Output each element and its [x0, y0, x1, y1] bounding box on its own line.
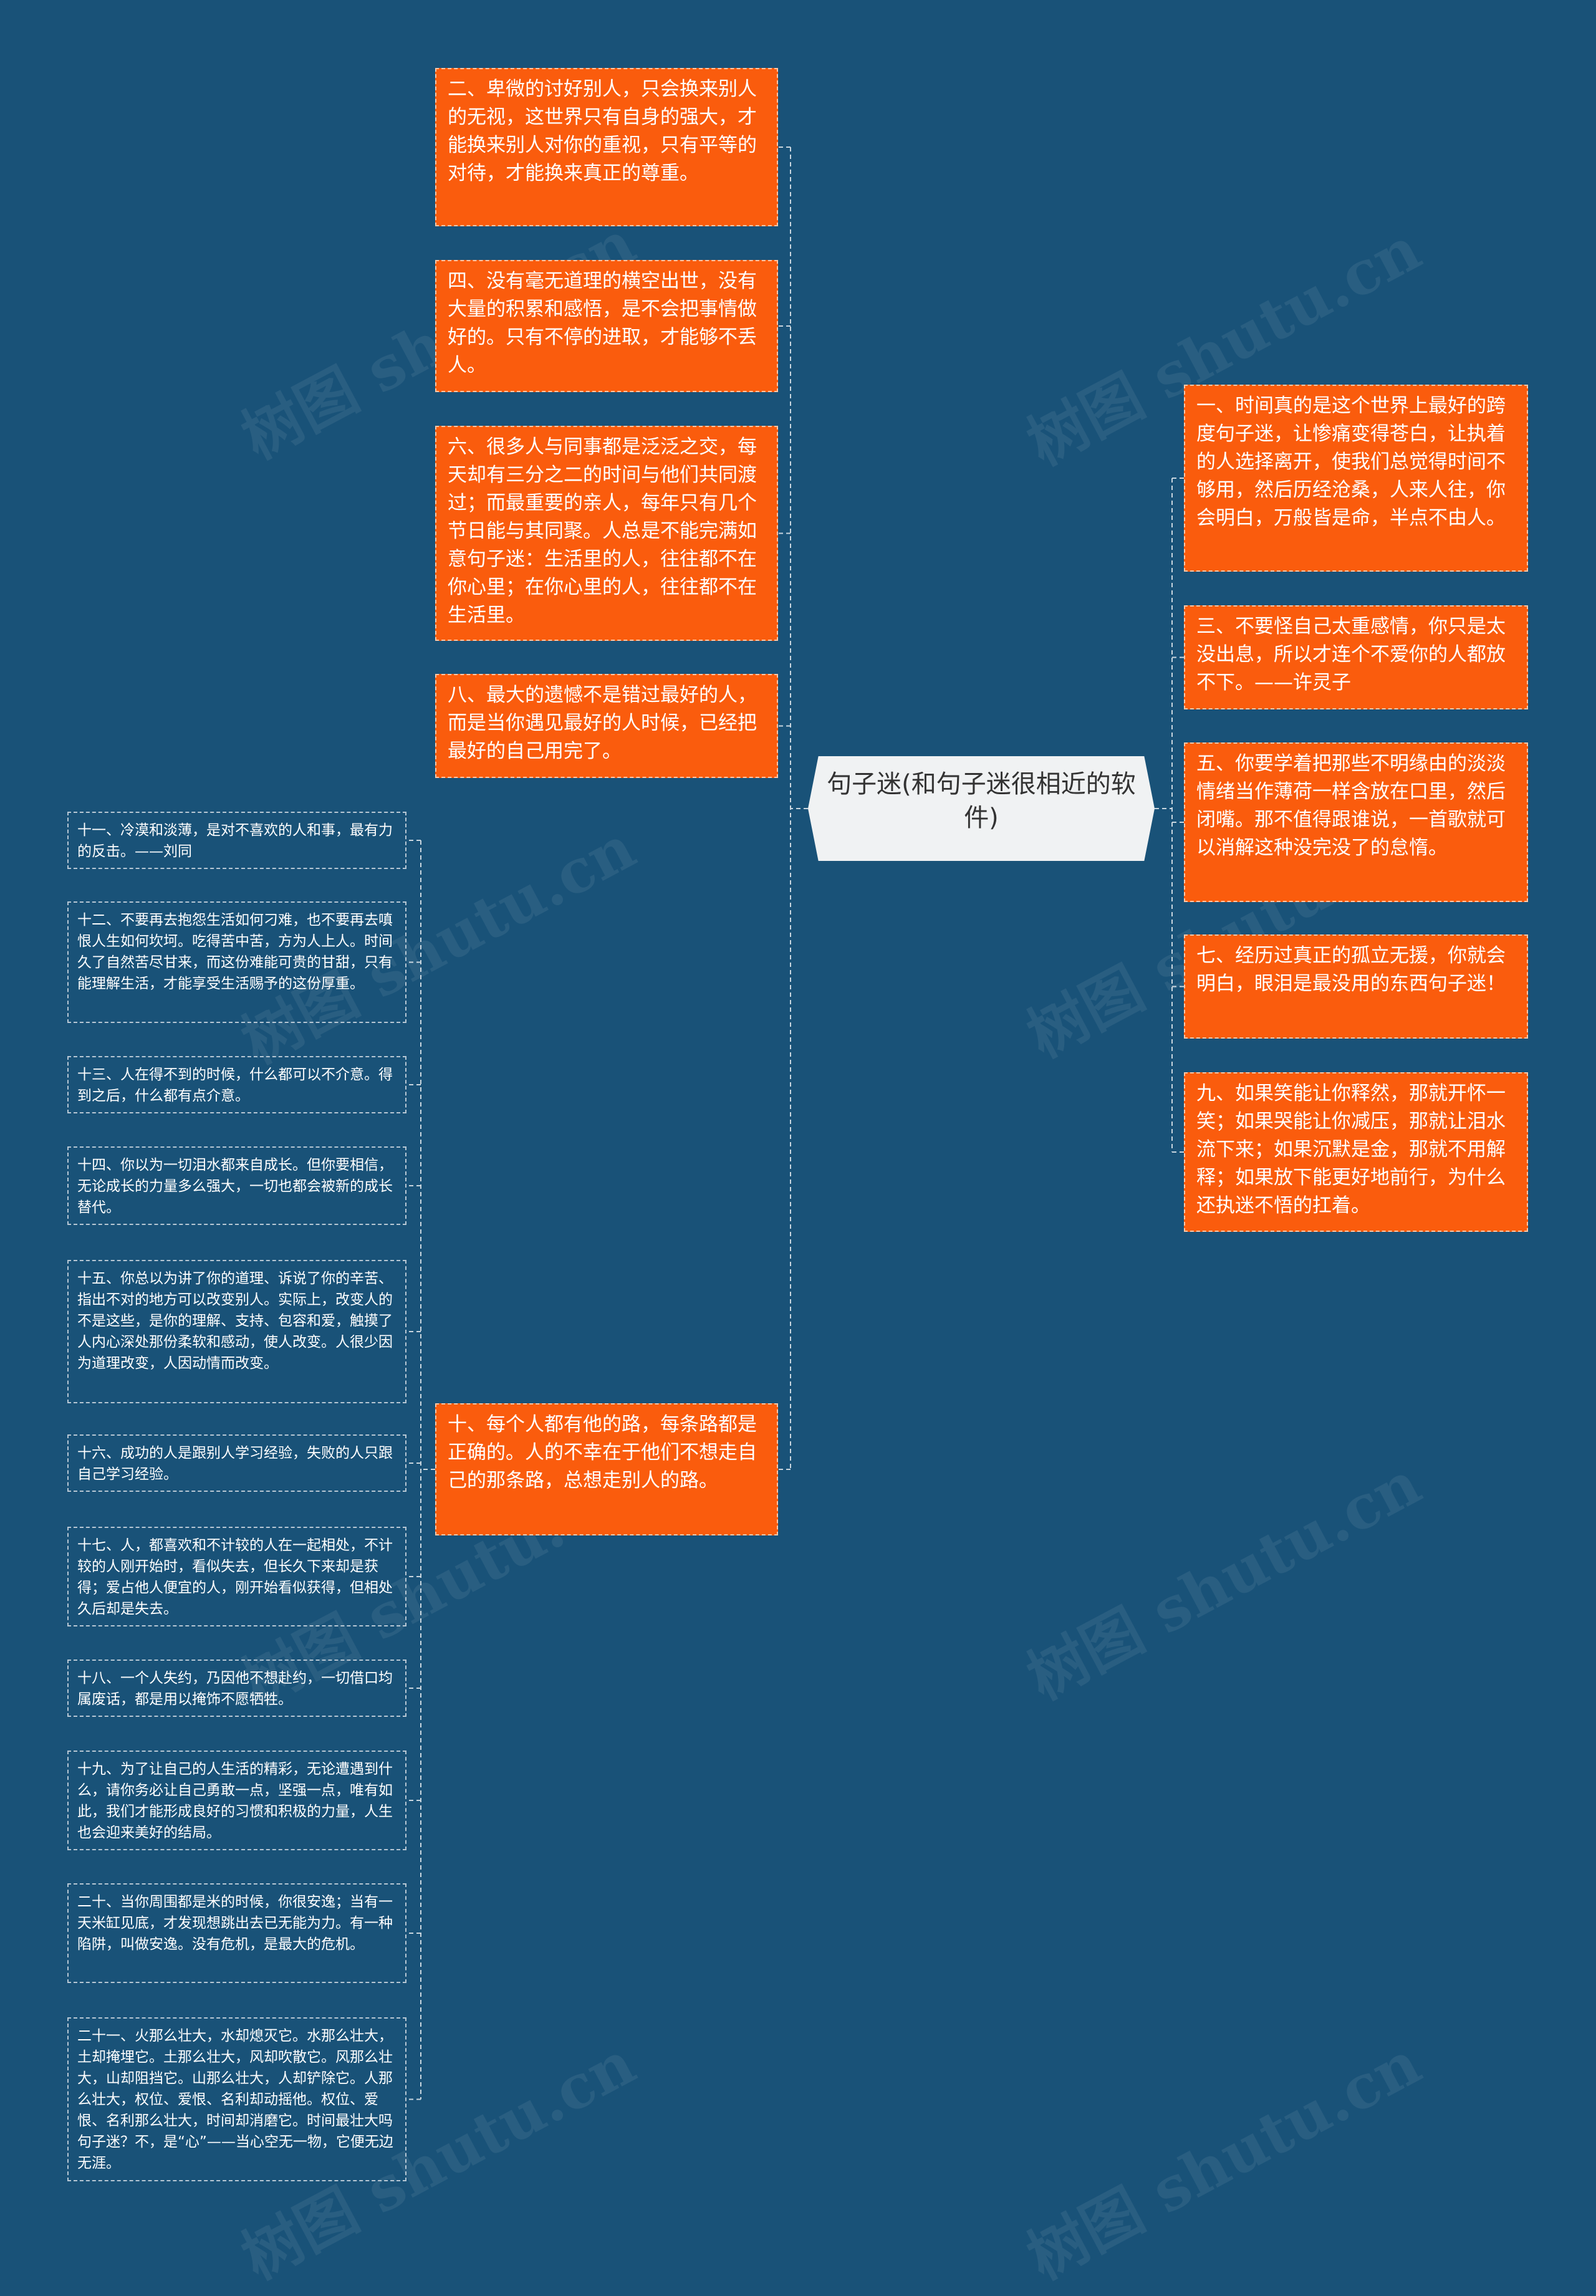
- topic-node-1[interactable]: 一、时间真的是这个世界上最好的跨度句子迷，让惨痛变得苍白，让执着的人选择离开，使…: [1184, 385, 1528, 572]
- mind-map-canvas: 树图 shutu.cn 树图 shutu.cn 树图 shutu.cn 树图 s…: [67, 68, 1528, 2293]
- watermark: 树图 shutu.cn: [1016, 1448, 1432, 1714]
- topic-node-4[interactable]: 四、没有毫无道理的横空出世，没有大量的积累和感悟，是不会把事情做好的。只有不停的…: [435, 260, 778, 392]
- sub-node-18[interactable]: 十八、一个人失约，乃因他不想赴约，一切借口均属废话，都是用以掩饰不愿牺牲。: [67, 1660, 406, 1717]
- topic-node-9[interactable]: 九、如果笑能让你释然，那就开怀一笑；如果哭能让你减压，那就让泪水流下来；如果沉默…: [1184, 1072, 1528, 1232]
- sub-node-12[interactable]: 十二、不要再去抱怨生活如何刁难，也不要再去嗔恨人生如何坎坷。吃得苦中苦，方为人上…: [67, 901, 406, 1023]
- sub-node-19[interactable]: 十九、为了让自己的人生活的精彩，无论遭遇到什么，请你务必让自己勇敢一点，坚强一点…: [67, 1751, 406, 1850]
- topic-node-10[interactable]: 十、每个人都有他的路，每条路都是正确的。人的不幸在于他们不想走自己的那条路，总想…: [435, 1403, 778, 1535]
- sub-node-15[interactable]: 十五、你总以为讲了你的道理、诉说了你的辛苦、指出不对的地方可以改变别人。实际上，…: [67, 1260, 406, 1403]
- root-topic[interactable]: 句子迷(和句子迷很相近的软件): [808, 756, 1155, 861]
- sub-node-20[interactable]: 二十、当你周围都是米的时候，你很安逸；当有一天米缸见底，才发现想跳出去已无能为力…: [67, 1883, 406, 1983]
- topic-node-2[interactable]: 二、卑微的讨好别人，只会换来别人的无视，这世界只有自身的强大，才能换来别人对你的…: [435, 68, 778, 226]
- sub-node-13[interactable]: 十三、人在得不到的时候，什么都可以不介意。得到之后，什么都有点介意。: [67, 1056, 406, 1113]
- watermark: 树图 shutu.cn: [1016, 2027, 1432, 2294]
- topic-node-6[interactable]: 六、很多人与同事都是泛泛之交，每天却有三分之二的时间与他们共同渡过；而最重要的亲…: [435, 426, 778, 641]
- sub-node-17[interactable]: 十七、人，都喜欢和不计较的人在一起相处，不计较的人刚开始时，看似失去，但长久下来…: [67, 1527, 406, 1626]
- sub-node-21[interactable]: 二十一、火那么壮大，水却熄灭它。水那么壮大，土却掩埋它。土那么壮大，风却吹散它。…: [67, 2017, 406, 2181]
- topic-node-5[interactable]: 五、你要学着把那些不明缘由的淡淡情绪当作薄荷一样含放在口里，然后闭嘴。那不值得跟…: [1184, 742, 1528, 902]
- sub-node-11[interactable]: 十一、冷漠和淡薄，是对不喜欢的人和事，最有力的反击。——刘同: [67, 812, 406, 869]
- topic-node-8[interactable]: 八、最大的遗憾不是错过最好的人，而是当你遇见最好的人时候，已经把最好的自己用完了…: [435, 674, 778, 778]
- sub-node-14[interactable]: 十四、你以为一切泪水都来自成长。但你要相信，无论成长的力量多么强大，一切也都会被…: [67, 1146, 406, 1225]
- sub-node-16[interactable]: 十六、成功的人是跟别人学习经验，失败的人只跟自己学习经验。: [67, 1434, 406, 1492]
- topic-node-3[interactable]: 三、不要怪自己太重感情，你只是太没出息，所以才连个不爱你的人都放不下。——许灵子: [1184, 605, 1528, 709]
- topic-node-7[interactable]: 七、经历过真正的孤立无援，你就会明白，眼泪是最没用的东西句子迷！: [1184, 934, 1528, 1039]
